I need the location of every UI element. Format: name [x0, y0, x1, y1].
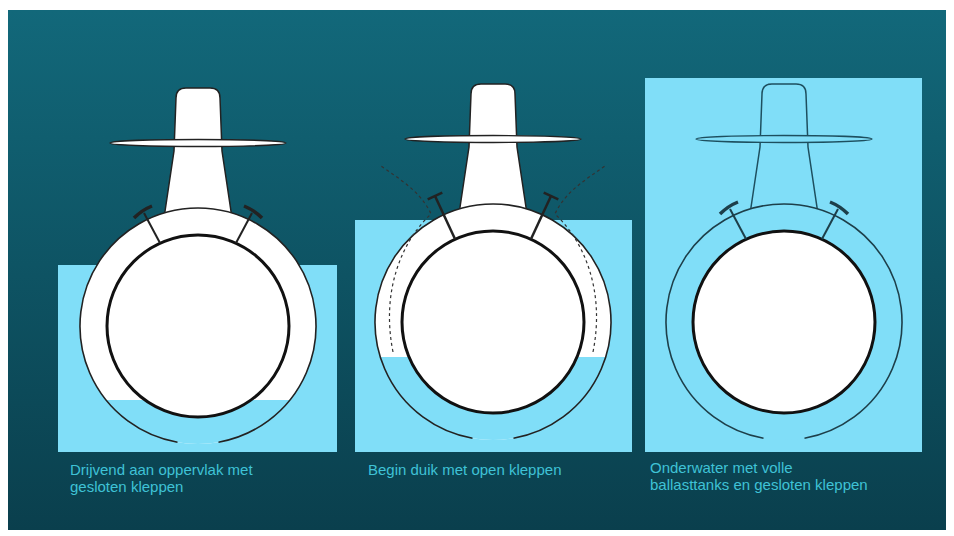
- pressure-hull: [107, 235, 289, 417]
- pressure-hull: [693, 231, 875, 413]
- background: [8, 10, 946, 530]
- panel-caption: Drijvend aan oppervlak met gesloten klep…: [70, 461, 265, 495]
- submarine-section: [78, 88, 318, 460]
- panel-caption: Onderwater met volle ballasttanks en ges…: [650, 459, 868, 493]
- sea-water: [645, 78, 922, 452]
- open-valve: [428, 193, 559, 239]
- panel-caption: Begin duik met open kleppen: [368, 461, 563, 478]
- submarine-section: [373, 84, 613, 457]
- panel-surface: [58, 88, 337, 460]
- escaping-air: [381, 166, 605, 352]
- panel-submerged: [645, 78, 922, 452]
- pressure-hull: [402, 231, 584, 413]
- panel-diving: [355, 84, 632, 457]
- submarine-section: [666, 84, 902, 440]
